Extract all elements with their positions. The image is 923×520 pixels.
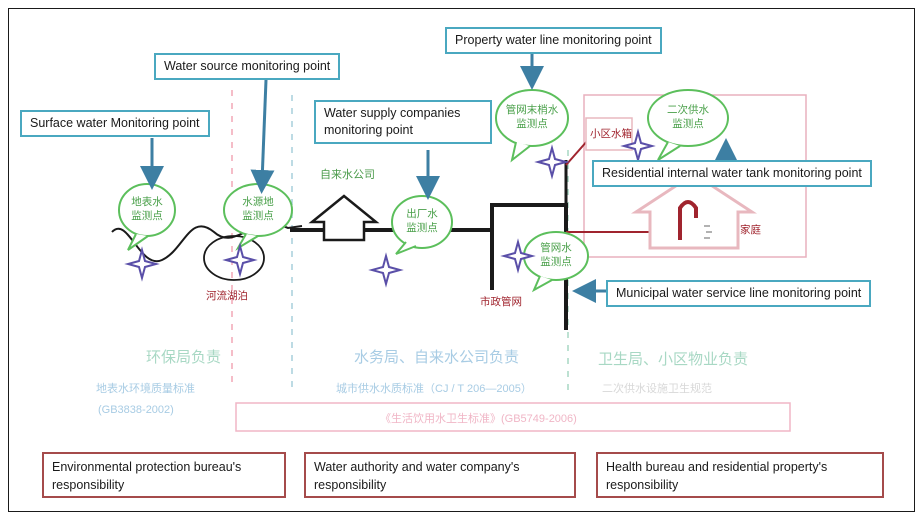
zone-env-std1: 地表水环境质量标准 (96, 383, 195, 395)
bubble-pipe-text: 管网水监测点 (540, 242, 572, 268)
star-pipe (500, 238, 536, 274)
label-municipal-network: 市政管网 (480, 296, 522, 308)
callout-property: Property water line monitoring point (445, 27, 662, 54)
pipe-to-tank (565, 139, 589, 166)
label-river-lake: 河流湖泊 (206, 290, 248, 302)
label-community-tank: 小区水箱 (590, 128, 632, 140)
zone-health-title: 卫生局、小区物业负责 (598, 351, 749, 368)
star-property (534, 144, 570, 180)
bubble-factory-text: 出厂水监测点 (406, 208, 438, 234)
label-home: 家庭 (740, 224, 761, 236)
callout-supply: Water supply companies monitoring point (314, 100, 492, 144)
community-tank-box (585, 117, 633, 151)
bubble-source-text: 水源地监测点 (242, 196, 274, 222)
zone-water-std: 城市供水水质标准（CJ / T 206—2005） (336, 383, 532, 395)
house-inner-drops (704, 225, 712, 239)
bubble-secondary-shape (647, 89, 729, 147)
resp-health: Health bureau and residential property's… (596, 452, 884, 498)
bubble-property-tail (510, 141, 531, 163)
bubble-pipe-tail (531, 275, 553, 293)
resp-water: Water authority and water company's resp… (304, 452, 576, 498)
bubble-property-shape (495, 89, 569, 147)
bubble-secondary-text: 二次供水监测点 (667, 104, 709, 130)
bubble-factory-tail (395, 241, 417, 255)
bubble-property-text: 管网末梢水监测点 (505, 104, 559, 130)
drinking-standard-box (235, 402, 791, 432)
house-inner-tap (678, 200, 698, 240)
callout-municipal: Municipal water service line monitoring … (606, 280, 872, 307)
bubble-surface-text: 地表水监测点 (131, 196, 163, 222)
star-factory (368, 252, 404, 288)
label-water-company: 自来水公司 (320, 169, 375, 181)
bubble-source-tail (235, 233, 259, 251)
callout-surface: Surface water Monitoring point (20, 110, 210, 137)
arrow-source (250, 79, 275, 194)
bubble-surface-tail (127, 233, 149, 251)
callout-arrows (140, 54, 738, 303)
zone-env-std2: (GB3838-2002) (98, 404, 174, 416)
callout-residential-tank: Residential internal water tank monitori… (592, 160, 872, 187)
star-surface (124, 246, 160, 282)
star-source (222, 242, 258, 278)
zone-health-std: 二次供水设施卫生规范 (602, 383, 712, 395)
zone-env-title: 环保局负责 (146, 349, 222, 366)
water-company-building (308, 194, 380, 242)
lake-loop (203, 235, 265, 281)
zone-water-title: 水务局、自来水公司负责 (354, 349, 520, 366)
zone-drinking-std: 《生活饮用水卫生标准》(GB5749-2006) (380, 413, 577, 425)
resp-env: Environmental protection bureau's respon… (42, 452, 286, 498)
diagram-frame (8, 8, 915, 512)
callout-source: Water source monitoring point (154, 53, 341, 80)
